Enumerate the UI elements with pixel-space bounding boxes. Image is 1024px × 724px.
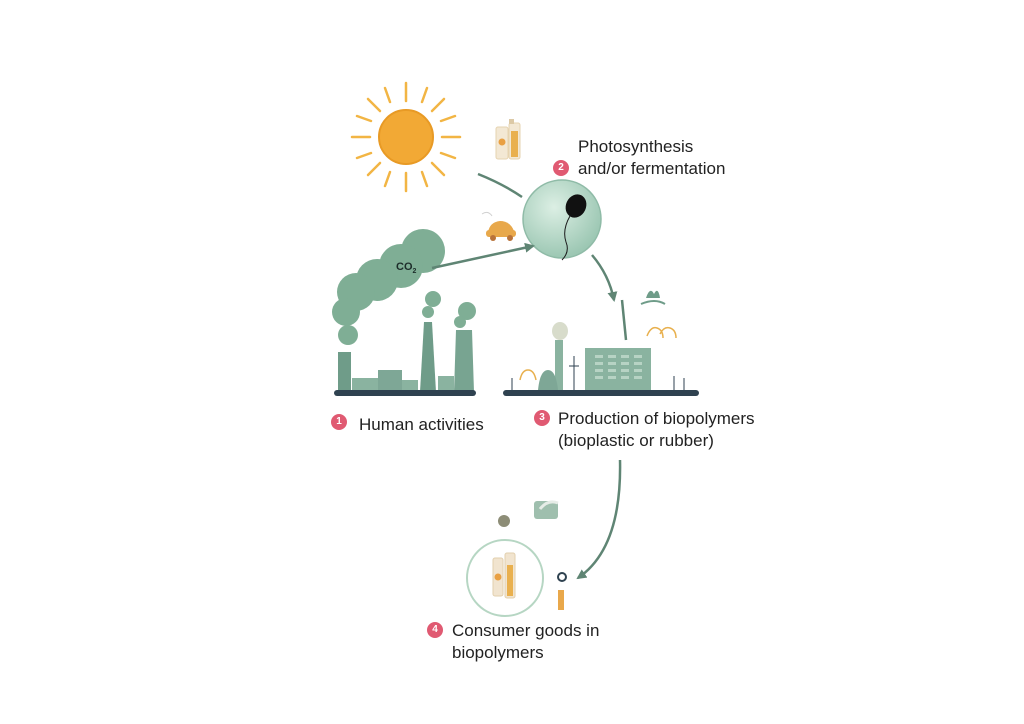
step-1-label: Human activities xyxy=(359,414,484,436)
arrow-production-to-goods xyxy=(576,459,622,580)
sun-icon xyxy=(350,81,462,193)
microorganism-cell-icon xyxy=(522,179,602,261)
arrow-production-vertical xyxy=(620,299,628,341)
step-3-label: Production of biopolymers (bioplastic or… xyxy=(558,408,755,452)
step-4-badge: 4 xyxy=(427,622,443,638)
step-2-line-2: and/or fermentation xyxy=(578,159,726,178)
step-1-badge: 1 xyxy=(331,414,347,430)
step-2-label: Photosynthesis and/or fermentation xyxy=(578,136,725,180)
step-2-line-1: Photosynthesis xyxy=(578,137,694,156)
step-4-label: Consumer goods in biopolymers xyxy=(452,620,599,664)
smoke-cloud xyxy=(332,229,476,345)
bottle-icon xyxy=(495,119,521,160)
consumer-goods-icon xyxy=(466,500,567,617)
biopolymer-plant-icon xyxy=(503,290,699,396)
arrow-cell-to-production xyxy=(591,254,618,302)
step-3-line-2: (bioplastic or rubber) xyxy=(558,431,714,450)
step-1-line-1: Human activities xyxy=(359,415,484,434)
step-2-badge: 2 xyxy=(553,160,569,176)
step-3-line-1: Production of biopolymers xyxy=(558,409,755,428)
flow-arrows xyxy=(431,172,628,580)
step-4-line-1: Consumer goods in xyxy=(452,621,600,640)
co2-subscript: 2 xyxy=(413,268,417,275)
arrow-co2-to-cell xyxy=(431,242,535,270)
step-3-badge: 3 xyxy=(534,410,550,426)
arrow-sun-to-cell xyxy=(477,172,523,199)
car-icon xyxy=(481,211,516,241)
factory-icon xyxy=(334,322,476,396)
co2-label: CO2 xyxy=(396,261,417,275)
step-4-line-2: biopolymers xyxy=(452,643,544,662)
co2-text: CO xyxy=(396,261,413,273)
